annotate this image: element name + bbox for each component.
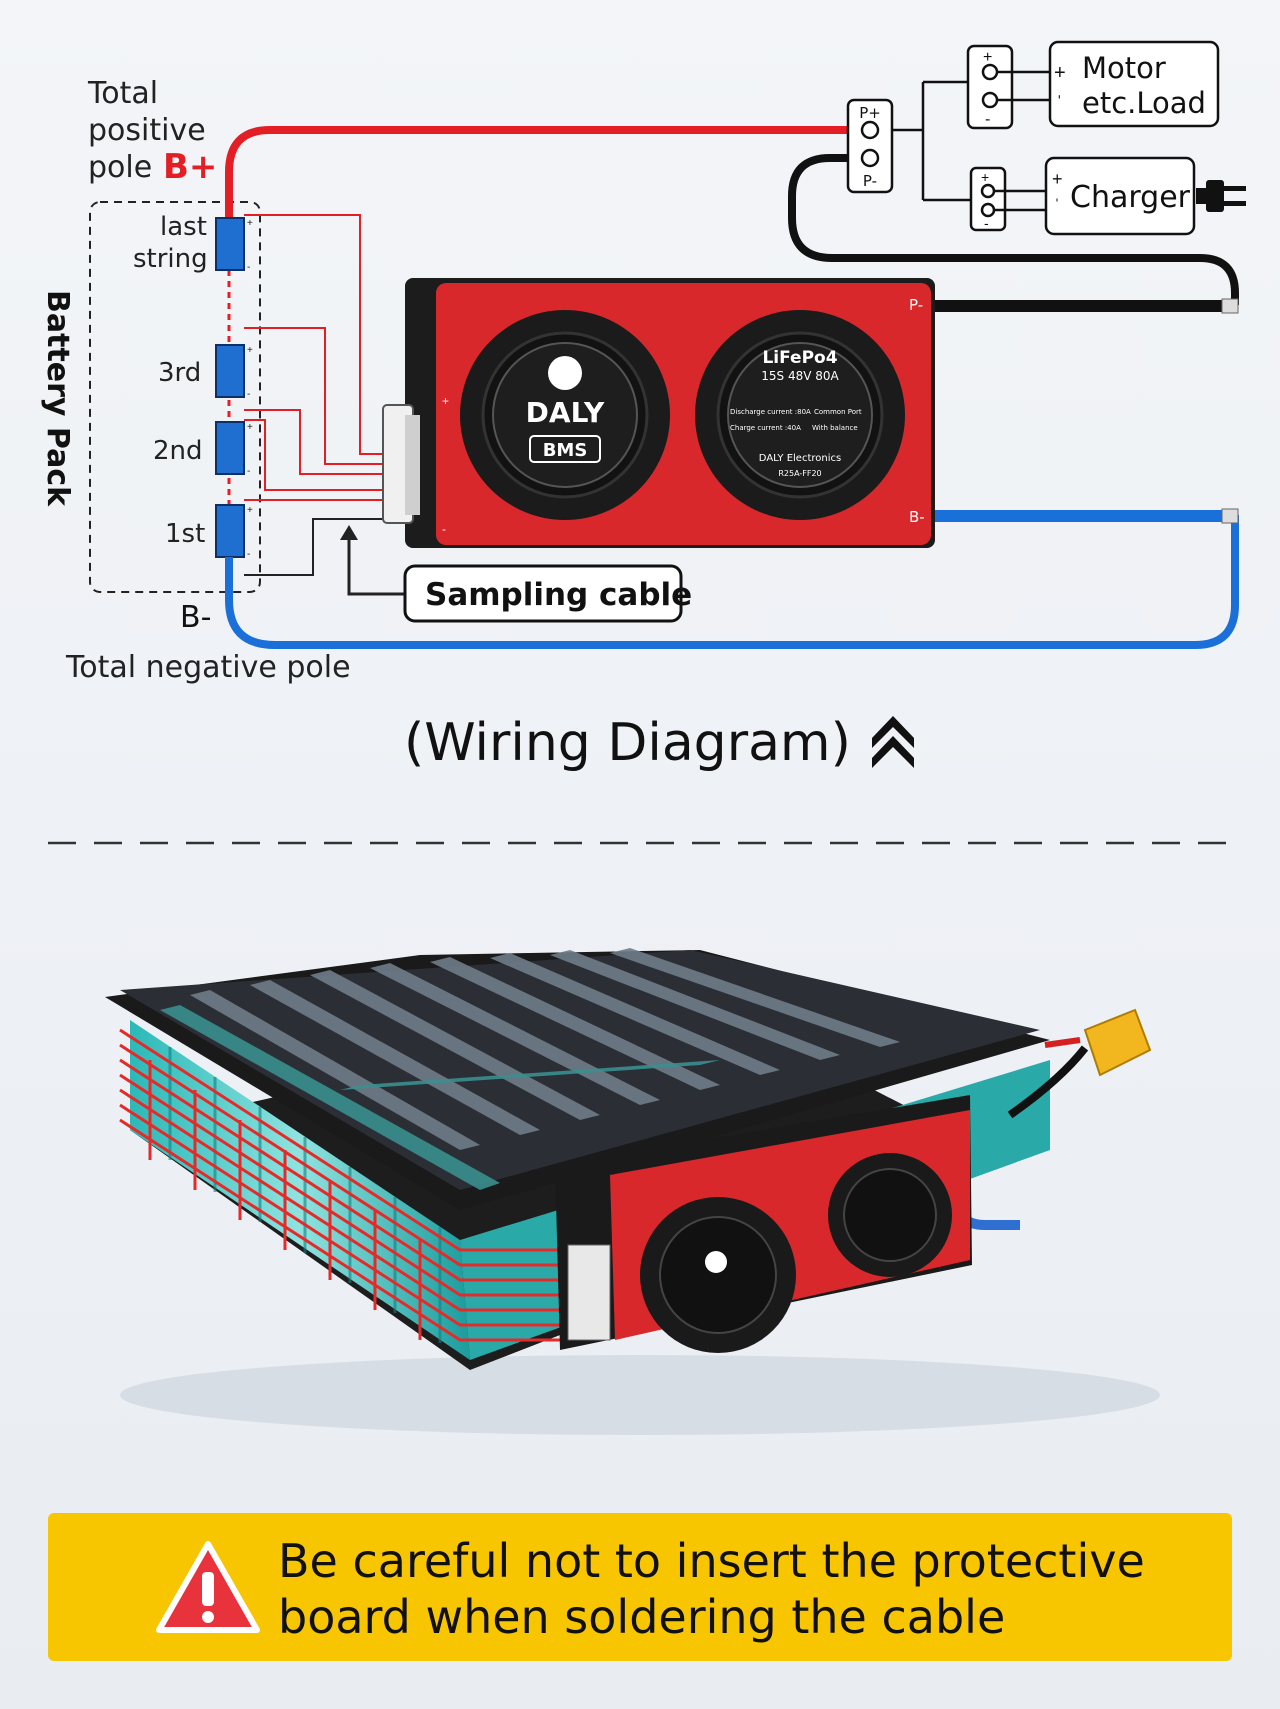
warning-banner: Be careful not to insert the protective …	[48, 1513, 1232, 1661]
sampling-cable-box	[403, 564, 683, 623]
negative-main-wire	[225, 515, 1239, 649]
svg-text:+: +	[247, 505, 253, 516]
battery-pack-label: Battery Pack	[40, 290, 75, 507]
b-plus-symbol: B+	[163, 147, 217, 187]
warning-line-2: board when soldering the cable	[278, 1590, 1006, 1644]
svg-text:+: +	[247, 422, 253, 433]
warning-triangle-icon	[156, 1541, 260, 1633]
svg-text:+: +	[247, 345, 253, 356]
warning-text: Be careful not to insert the protective …	[278, 1533, 1218, 1645]
positive-main-wire	[225, 126, 860, 218]
output-port-box: P+ P-	[846, 98, 894, 194]
third-string-label: 3rd	[158, 358, 201, 388]
bms-b-minus-label: B-	[909, 508, 925, 526]
cell-3rd: +-	[215, 344, 253, 400]
positive-pole-label-1: Total	[87, 76, 158, 111]
svg-text:ˈ: ˈ	[1056, 93, 1063, 115]
svg-text:-: -	[247, 466, 250, 477]
svg-text:+: +	[983, 49, 992, 66]
b-minus-terminal	[1221, 508, 1239, 524]
port-p-plus-label: P+	[859, 104, 881, 122]
double-chevron-up-icon	[872, 716, 914, 768]
battery-pack-illustration	[105, 948, 1160, 1435]
svg-text:+: +	[1054, 62, 1066, 84]
branch-lines	[892, 80, 973, 202]
svg-text:+: +	[1052, 169, 1063, 189]
cell-1st: +-	[215, 504, 253, 560]
last-string-label-1: last	[160, 212, 207, 242]
warning-line-1: Be careful not to insert the protective	[278, 1534, 1145, 1588]
charger-connector: + -	[969, 166, 1046, 232]
p-minus-cable	[788, 154, 1239, 305]
bms-charge: Charge current :40A	[730, 424, 801, 432]
motor-label-1: Motor	[1082, 51, 1166, 85]
battery-pack-box	[89, 201, 261, 593]
bms-chemistry: LiFePo4	[762, 348, 837, 368]
svg-text:-: -	[985, 111, 990, 128]
svg-text:-: -	[247, 389, 250, 400]
motor-load-box: + ˈ Motor etc.Load	[1048, 40, 1220, 128]
bms-brand: DALY	[526, 396, 605, 429]
svg-text:ˈ: ˈ	[1054, 196, 1060, 216]
sampling-black-wire	[244, 518, 388, 576]
plug-icon	[1196, 180, 1246, 212]
motor-connector: + -	[966, 44, 1050, 130]
b-minus-symbol: B-	[180, 600, 211, 635]
fan-left: DALY BMS	[460, 310, 670, 520]
svg-text:-: -	[247, 262, 250, 273]
p-minus-terminal	[1221, 298, 1239, 314]
bms-spec: 15S 48V 80A	[761, 369, 839, 383]
last-string-label-2: string	[133, 244, 208, 274]
diagram-caption: (Wiring Diagram)	[404, 713, 851, 773]
first-string-label: 1st	[165, 519, 205, 549]
port-p-minus-label: P-	[863, 172, 877, 190]
positive-pole-label-2: positive	[88, 113, 206, 148]
wiring-section: Total positive pole B+ Battery Pack +- +…	[40, 40, 1246, 685]
cell-2nd: +-	[215, 421, 253, 477]
bms-discharge: Discharge current :80A	[730, 408, 811, 416]
bms-sub-brand: BMS	[543, 440, 588, 461]
svg-text:+: +	[442, 394, 449, 408]
charger-box: + ˈ Charger	[1044, 156, 1196, 236]
svg-text:-: -	[984, 215, 989, 231]
svg-text:-: -	[247, 549, 250, 560]
negative-pole-label: Total negative pole	[65, 650, 351, 685]
positive-pole-label-3: pole	[88, 150, 152, 185]
motor-label-2: etc.Load	[1082, 86, 1206, 120]
charger-label: Charger	[1070, 180, 1191, 215]
cell-last-string: +-	[215, 217, 253, 273]
sampling-cable-label: Sampling cable	[425, 577, 692, 613]
svg-text:+: +	[247, 218, 253, 229]
bms-common-port: Common Port	[814, 408, 862, 416]
fan-right: LiFePo4 15S 48V 80A Discharge current :8…	[695, 310, 905, 520]
second-string-label: 2nd	[153, 436, 203, 466]
bms-balance: With balance	[812, 424, 858, 432]
bms-maker: DALY Electronics	[759, 453, 841, 464]
bms-p-minus-label: P-	[909, 296, 923, 314]
bms-board-diagram: + - P- B- DALY BMS LiFePo4 15S 48V 80A	[382, 278, 935, 548]
bms-model: R25A-FF20	[778, 469, 821, 478]
sampling-wires	[244, 214, 388, 501]
sampling-arrow	[347, 530, 405, 596]
svg-text:+: +	[981, 169, 989, 185]
svg-text:-: -	[442, 522, 446, 536]
